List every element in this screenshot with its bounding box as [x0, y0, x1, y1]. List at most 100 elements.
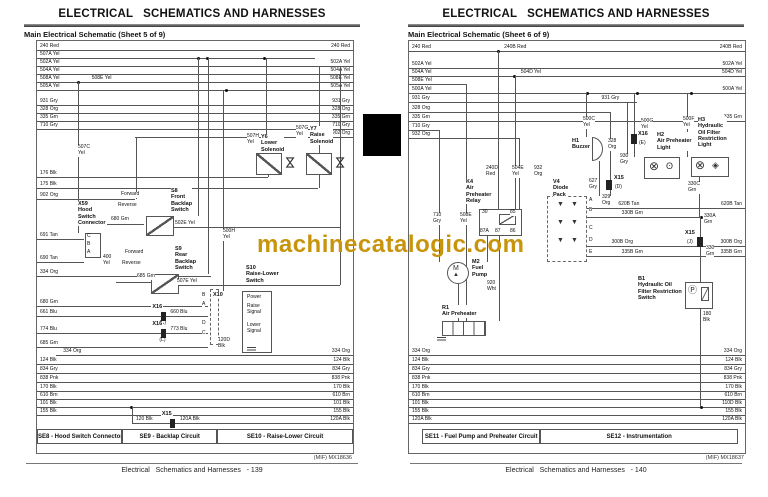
component-box [151, 274, 179, 294]
schematic-label: 508E Yel [460, 212, 472, 225]
schematic-label: B [202, 292, 206, 299]
wire-line [37, 66, 353, 67]
schematic-label: (E) [639, 140, 646, 147]
schematic-label: 920 Wht [487, 280, 496, 293]
wire-label: 931 Gry [600, 95, 621, 102]
connector-pin: (L) [158, 337, 167, 344]
component-title: S10 Raise-Lower Switch [246, 265, 279, 284]
schematic-label: B [87, 241, 91, 248]
component-box [210, 289, 219, 345]
schematic-label: 86 [510, 228, 516, 235]
schematic-label: Lower Signal [247, 322, 261, 335]
wire-line [587, 208, 745, 209]
connector-symbol [170, 419, 176, 428]
wire-label: 120 Blk [134, 416, 154, 423]
junction-dot [206, 57, 210, 60]
wire-label: 685 Grn [39, 340, 60, 347]
component-title: B1 Hydraulic Oil Filter Restriction Swit… [638, 276, 682, 302]
wire-line-vertical [136, 137, 137, 199]
schematic-label: 507G Yel [296, 125, 309, 138]
component-box [547, 196, 587, 262]
wire-line [37, 276, 211, 277]
component-title: X15 [614, 175, 624, 182]
wire-label: 710 Gry [411, 123, 431, 130]
wire-label: 774 Blu [39, 326, 58, 333]
schematic-label: 507C Yel [78, 144, 90, 157]
schematic-label: A [87, 249, 91, 256]
wire-label: 507A Yel [39, 51, 61, 58]
schematic-label: 500F Yel [683, 116, 695, 129]
wire-line [409, 76, 745, 77]
wire-label: 502A Yel [39, 59, 61, 66]
left-page: ELECTRICAL SCHEMATICS AND HARNESSES Main… [24, 8, 360, 474]
wire-line [37, 373, 353, 374]
schematic-label: 500G Yel [641, 118, 654, 131]
junction-dot [585, 92, 589, 95]
component-box [499, 214, 516, 225]
connector-id: X15 [160, 411, 173, 418]
junction-dot [513, 75, 517, 78]
wire-line [37, 199, 135, 200]
schematic-label: Forward [121, 191, 140, 198]
wire-label: 335 Grn [39, 114, 60, 121]
wire-line [37, 74, 353, 75]
wire-line [409, 415, 745, 416]
wire-line-vertical [700, 309, 701, 407]
wire-label: 773 Blu [169, 326, 189, 333]
wire-line [37, 391, 353, 392]
wire-label: 124 Blk [332, 357, 351, 364]
figure-ref: (MIF) MX18637 [705, 455, 744, 461]
wire-line [409, 121, 745, 122]
component-box [691, 157, 729, 177]
schematic-subtitle: Main Electrical Schematic (Sheet 5 of 9) [24, 30, 166, 39]
schematic-label: (D) [615, 184, 622, 191]
schematic-label: C [87, 233, 91, 240]
schematic-label: C [589, 225, 593, 232]
footer-rule [26, 463, 358, 464]
schematic-label: Power [247, 294, 262, 301]
schematic-label: 30 [482, 209, 488, 216]
component-box [701, 287, 709, 301]
wire-label: 328 Org [39, 106, 60, 113]
wire-label: 240B Red [718, 44, 743, 51]
wire-label: 335 Grn [411, 114, 432, 121]
wire-line [37, 364, 353, 365]
lamp-icon: ⊗ [695, 158, 706, 172]
schematic-label: 502E Yel [175, 220, 195, 227]
wire-label: 155 Blk [39, 408, 58, 415]
component-box [146, 216, 174, 236]
wire-label: 240 Red [330, 43, 351, 50]
component-box [437, 337, 446, 342]
wire-line-vertical [627, 102, 628, 157]
wire-label: 170 Blk [411, 384, 430, 391]
component-box [306, 153, 332, 175]
wire-line [134, 137, 353, 138]
schematic-label: 500C Yel [583, 116, 595, 129]
wire-label: 330B Grn [620, 210, 645, 217]
wire-line-vertical [700, 217, 701, 282]
schematic-label: 85 [510, 209, 516, 216]
wire-line-vertical [340, 66, 341, 285]
wire-line [37, 50, 353, 51]
wire-line [409, 68, 745, 69]
schematic-label: 87A [480, 228, 489, 235]
component-box [592, 137, 603, 161]
wire-line [409, 373, 745, 374]
wire-line [37, 399, 353, 400]
component-box [247, 347, 256, 352]
wire-label: 931 Gry [331, 98, 351, 105]
wire-label: 661 Blu [39, 309, 58, 316]
component-title: H1 Buzzer [572, 138, 591, 151]
schematic-label: 504E Yel [512, 165, 524, 178]
schematic-label: 507E Yel [177, 278, 197, 285]
wire-line [409, 51, 745, 52]
component-box [697, 237, 703, 247]
wire-label: 101 Blk [332, 400, 351, 407]
schematic-label: Raise Signal [247, 303, 261, 316]
wire-label: 610 Brn [723, 392, 743, 399]
wire-line [37, 407, 353, 408]
wire-line [409, 112, 611, 113]
wire-line-vertical [515, 76, 516, 209]
wire-line [409, 382, 745, 383]
schematic-label: 330A Grn [704, 213, 716, 226]
